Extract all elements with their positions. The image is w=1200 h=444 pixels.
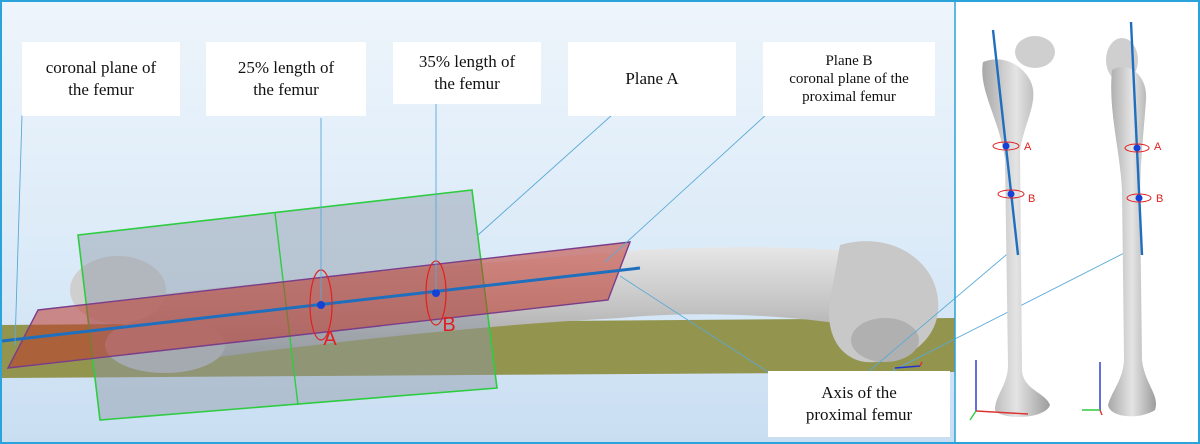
label-25-percent: 25% length of the femur xyxy=(206,42,366,116)
label-25-percent-line1: 25% length of xyxy=(237,58,335,77)
femur-front-view: A B xyxy=(969,29,1055,421)
label-coronal-plane: coronal plane of the femur xyxy=(22,42,180,116)
femur-side-view: A B xyxy=(1082,21,1163,417)
label-35-percent: 35% length of the femur xyxy=(393,42,541,104)
label-coronal-plane-line2: the femur xyxy=(68,80,134,99)
label-25-percent-line2: the femur xyxy=(253,80,319,99)
label-coronal-plane-line1: coronal plane of xyxy=(45,58,157,77)
label-plane-b-line2: coronal plane of the xyxy=(789,71,909,87)
label-axis-line1: Axis of the xyxy=(821,383,897,402)
label-plane-a-text: Plane A xyxy=(625,69,679,88)
marker-b: B xyxy=(442,314,455,336)
main-axis-triad xyxy=(894,361,923,369)
label-plane-b: Plane B coronal plane of the proximal fe… xyxy=(763,42,935,116)
label-axis-line2: proximal femur xyxy=(805,405,913,424)
label-35-percent-line1: 35% length of xyxy=(418,52,516,71)
front-marker-a: A xyxy=(1024,141,1032,153)
side-marker-b: B xyxy=(1156,193,1163,205)
side-axis xyxy=(1129,21,1144,256)
point-b xyxy=(432,289,440,297)
label-35-percent-line2: the femur xyxy=(434,74,500,93)
side-marker-a: A xyxy=(1154,141,1162,153)
front-marker-b: B xyxy=(1028,193,1035,205)
label-axis: Axis of the proximal femur xyxy=(768,371,950,437)
marker-a: A xyxy=(323,328,337,350)
label-plane-b-line1: Plane B xyxy=(825,53,873,69)
label-plane-b-line3: proximal femur xyxy=(802,89,896,105)
point-a xyxy=(317,301,325,309)
label-plane-a: Plane A xyxy=(568,42,736,116)
